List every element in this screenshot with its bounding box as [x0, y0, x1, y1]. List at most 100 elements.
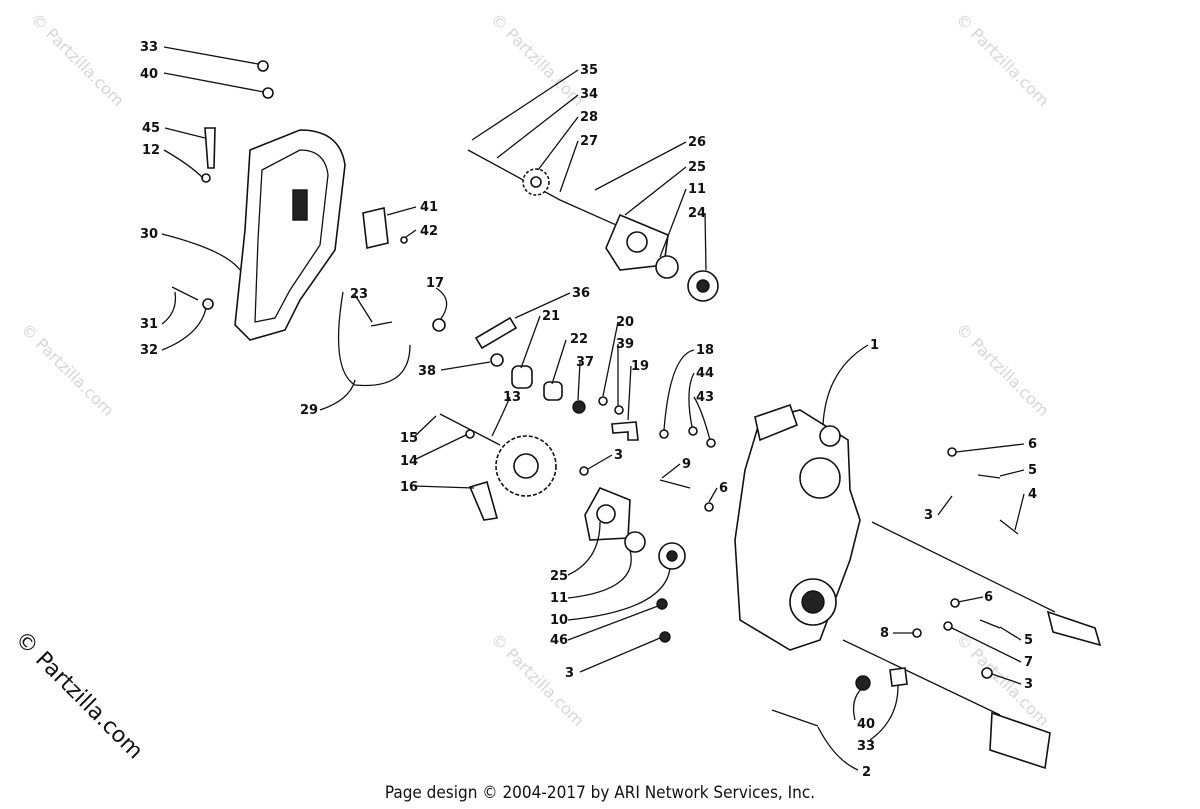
plate-part [362, 207, 389, 249]
callout-13: 13 [503, 390, 521, 405]
callout-29: 29 [300, 403, 318, 418]
bolt-part [999, 519, 1019, 535]
leader-line [164, 127, 206, 139]
leader-line [559, 140, 579, 193]
housing-bore-lower-center [801, 590, 825, 614]
callout-labels: 33 40 45 12 30 31 32 41 42 23 29 17 36 3… [140, 40, 1037, 780]
leader-line [161, 307, 207, 351]
leader-line [708, 487, 718, 503]
leader-line [822, 344, 869, 426]
nut-part [659, 429, 669, 439]
callout-6: 6 [984, 590, 993, 605]
callout-41: 41 [420, 200, 438, 215]
housing-arm [754, 403, 799, 442]
leader-line [951, 627, 1022, 663]
nut-part [656, 598, 668, 610]
watermark-layer: © Partzilla.com © Partzilla.com © Partzi… [17, 9, 1053, 730]
watermark-text: © Partzilla.com [27, 9, 128, 110]
washer-part [465, 429, 475, 439]
footer-copyright: Page design © 2004-2017 by ARI Network S… [385, 783, 815, 803]
leader-line [161, 233, 241, 271]
callout-37: 37 [576, 355, 594, 370]
leader-line [587, 454, 613, 470]
callout-38: 38 [418, 364, 436, 379]
washer-part [202, 298, 214, 310]
leader-line [693, 396, 711, 441]
washer-part [950, 598, 960, 608]
leader-line [594, 141, 687, 191]
callout-11: 11 [688, 182, 706, 197]
callout-12: 12 [142, 143, 160, 158]
callout-31: 31 [140, 317, 158, 332]
cover-window [292, 189, 308, 221]
leader-line [551, 339, 567, 385]
spring-part [474, 316, 518, 350]
leader-line [937, 495, 953, 516]
callout-20: 20 [616, 315, 634, 330]
leader-line [661, 463, 681, 479]
leader-line [999, 626, 1022, 641]
callout-34: 34 [580, 87, 598, 102]
callout-14: 14 [400, 454, 418, 469]
leader-line [491, 396, 511, 437]
bolt-part [204, 127, 216, 169]
callout-15: 15 [400, 431, 418, 446]
bearing-plate-hole [626, 231, 648, 253]
callout-40: 40 [140, 67, 158, 82]
callout-11: 11 [550, 591, 568, 606]
callout-3: 3 [565, 666, 574, 681]
callout-40: 40 [857, 717, 875, 732]
leader-line [496, 94, 579, 159]
chain-case-cover [234, 129, 346, 341]
leader-line [991, 673, 1022, 685]
nut-part [704, 502, 714, 512]
callout-33: 33 [857, 739, 875, 754]
leader-line [514, 292, 571, 319]
bolt-head-part [257, 60, 269, 72]
leader-line [704, 212, 707, 271]
callout-35: 35 [580, 63, 598, 78]
leader-line [413, 415, 437, 438]
leader-line [319, 379, 356, 411]
callout-44: 44 [696, 366, 714, 381]
leader-line [627, 365, 632, 421]
nut-part [889, 667, 908, 687]
leader-line [1014, 493, 1025, 531]
leader-line [413, 434, 467, 461]
nut-part [262, 87, 274, 99]
callout-42: 42 [420, 224, 438, 239]
leader-line [817, 726, 859, 771]
leader-line [440, 361, 491, 371]
watermark-text: © Partzilla.com [487, 9, 588, 110]
nut-part [598, 396, 608, 406]
bearing-center [666, 550, 678, 562]
callout-10: 10 [550, 613, 568, 628]
watermark-text: © Partzilla.com [17, 319, 118, 420]
watermark-text: © Partzilla.com [952, 629, 1053, 730]
leader-line [163, 149, 204, 179]
driven-shaft-end [989, 711, 1051, 770]
bolt-shaft [171, 286, 199, 301]
leader-line [567, 521, 601, 576]
callout-3: 3 [924, 508, 933, 523]
callout-46: 46 [550, 633, 568, 648]
washer-part [201, 173, 211, 183]
callout-21: 21 [542, 309, 560, 324]
leader-line [624, 166, 687, 216]
callout-25: 25 [688, 160, 706, 175]
leader-line [602, 321, 619, 397]
screw-part [400, 236, 408, 244]
callout-36: 36 [572, 286, 590, 301]
snap-ring [655, 255, 679, 279]
housing-boss [819, 425, 841, 447]
leader-line [520, 315, 541, 369]
leader-line [435, 287, 448, 321]
leader-line [163, 46, 259, 65]
callout-33: 33 [140, 40, 158, 55]
leader-line [567, 549, 632, 599]
leader-line [663, 349, 695, 431]
leader-line [537, 116, 579, 171]
leader-line [161, 291, 177, 325]
pin-part [370, 321, 393, 327]
leader-line [659, 188, 687, 258]
